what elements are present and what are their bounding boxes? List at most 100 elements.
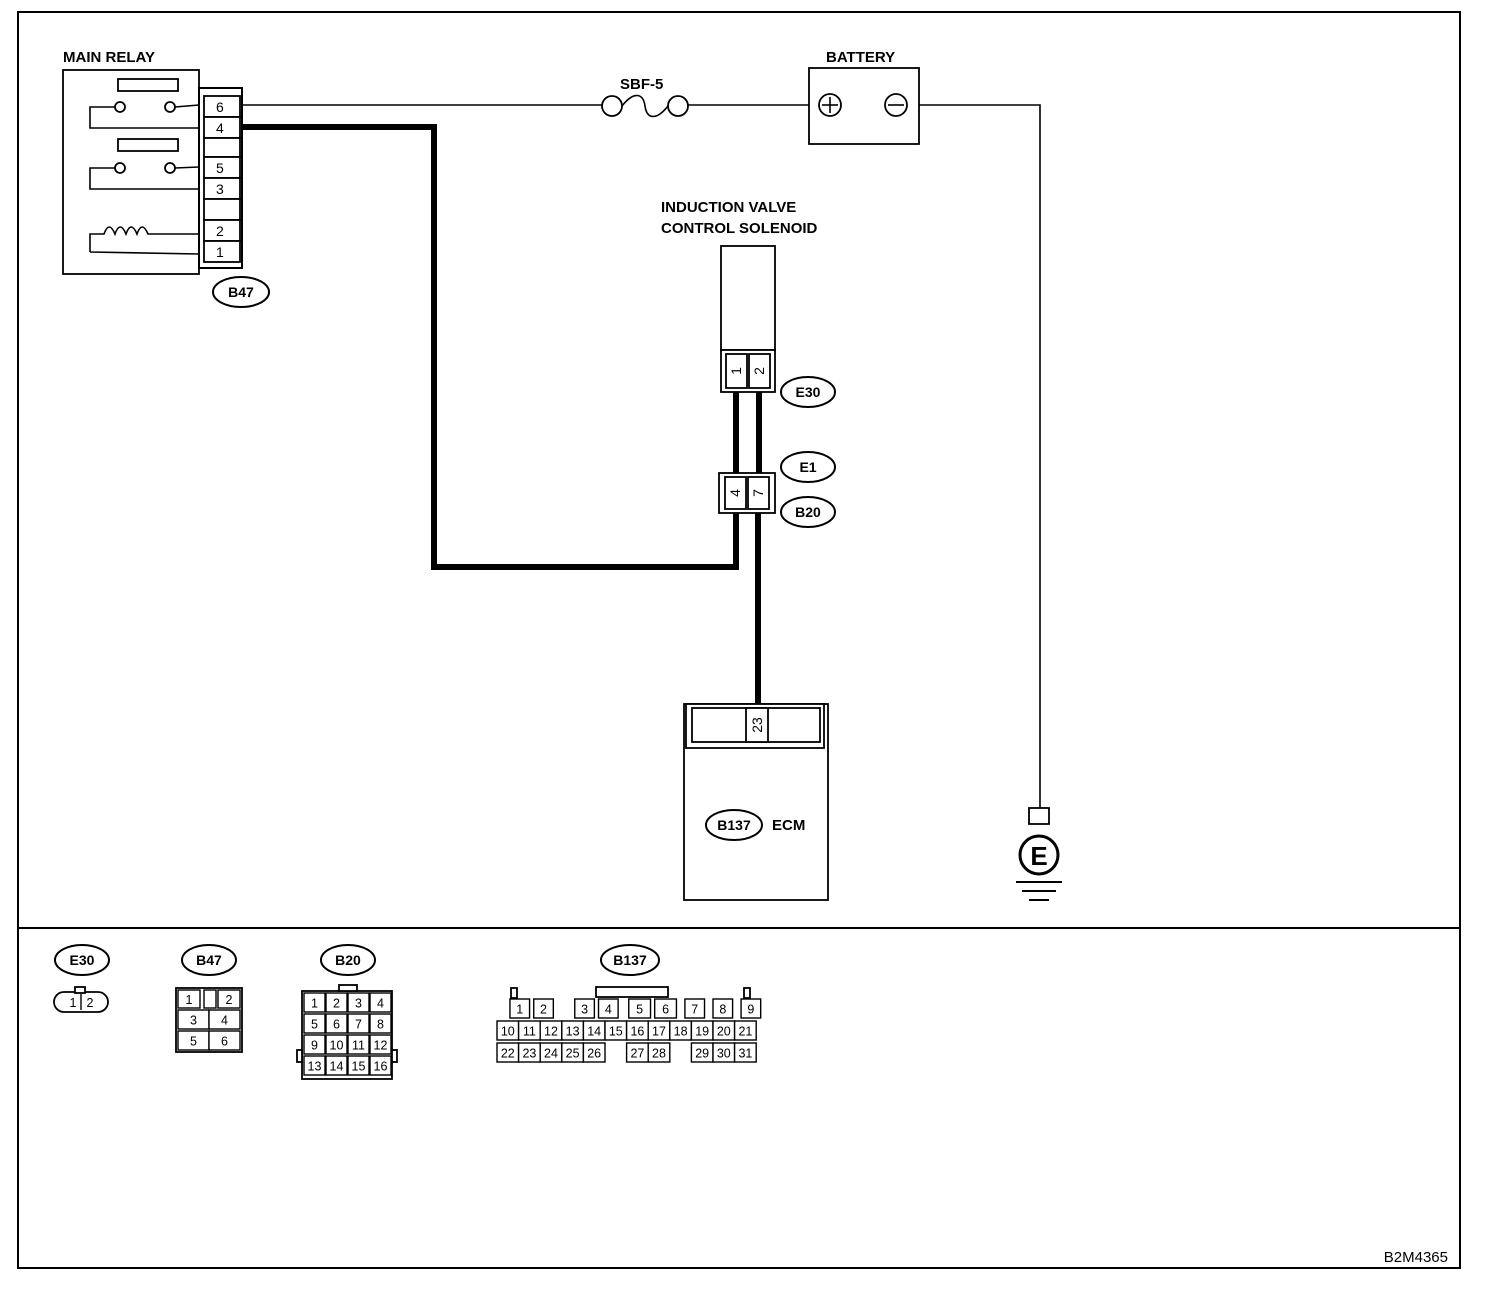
legend-b20-pin-16-cell: [369, 1055, 392, 1076]
legend-b137-pin-14: 14: [587, 1025, 601, 1039]
joint-pin-4: 4: [727, 489, 743, 497]
legend-e30-tab: [74, 986, 86, 994]
legend-b137-pin-21-cell: [733, 1020, 757, 1041]
legend-b20-pin-12-cell: [369, 1034, 392, 1055]
legend-b20-pin-10: 10: [330, 1039, 344, 1053]
legend-b47-pin-6: 6: [221, 1035, 228, 1049]
legend-b137-pin-3: 3: [581, 1003, 588, 1017]
legend-b137-pin-17: 17: [652, 1025, 666, 1039]
legend-b137-pin-19: 19: [695, 1025, 709, 1039]
legend-b137-pin-11: 11: [523, 1025, 536, 1039]
legend-b137-pin-1-cell: [509, 998, 531, 1019]
relay-pin-4: 4: [216, 120, 224, 136]
legend-b137-pin-10: 10: [501, 1025, 515, 1039]
connector-b47-label: B47: [228, 284, 254, 300]
connector-b20-label: B20: [795, 504, 821, 520]
diagram-id: B2M4365: [1384, 1249, 1448, 1266]
joint-pin-7: 7: [750, 489, 766, 497]
legend-b137-pin-12: 12: [544, 1025, 558, 1039]
connector-b137-label: B137: [717, 817, 751, 833]
legend-b20-pin-13-cell: [303, 1055, 326, 1076]
legend-e30-oval: [54, 944, 110, 976]
legend-b137-pin-27: 27: [630, 1047, 644, 1061]
legend-b137-pin-2: 2: [540, 1003, 547, 1017]
legend-b137-pin-15: 15: [609, 1025, 623, 1039]
legend-b137-pin-4: 4: [605, 1003, 612, 1017]
legend-b137-pin-1: 1: [516, 1003, 523, 1017]
legend-b20-tab: [338, 984, 358, 992]
legend-b137-pin-26-cell: [582, 1042, 606, 1063]
legend-b20-pin-13: 13: [308, 1060, 322, 1074]
legend-b20-title: B20: [335, 952, 361, 968]
legend-b137-pin-22: 22: [501, 1047, 515, 1061]
legend-b20-side-right: [391, 1049, 398, 1063]
legend-b47-pin-2-cell: [217, 989, 241, 1009]
legend-b20-pin-5: 5: [311, 1018, 318, 1032]
connector-b20-oval: [780, 496, 836, 528]
solenoid-body: [720, 245, 776, 351]
main-relay-label: MAIN RELAY: [63, 49, 155, 66]
solenoid-label-line2: CONTROL SOLENOID: [661, 220, 818, 237]
relay-pin-2: 2: [216, 223, 224, 239]
legend-b137-pin-30: 30: [717, 1047, 731, 1061]
legend-b137-pin-3-cell: [574, 998, 596, 1019]
joint-pin-4-cell: [724, 476, 747, 510]
relay-contact-2b: [164, 162, 176, 174]
relay-coil-icon: [89, 226, 200, 255]
relay-pin-3: 3: [216, 181, 224, 197]
connector-e1-label: E1: [799, 459, 816, 475]
legend-b47-pin-6-cell: [208, 1030, 241, 1051]
relay-pin-blank-cell: [203, 137, 241, 158]
legend-b137-pin-21: 21: [738, 1025, 752, 1039]
legend-b137-oval: [600, 944, 660, 976]
legend-b137-pin-29: 29: [695, 1047, 709, 1061]
legend-b137-pin-25: 25: [566, 1047, 580, 1061]
legend-b20-pin-6: 6: [333, 1018, 340, 1032]
legend-b20-pin-5-cell: [303, 1013, 326, 1034]
legend-b137-title: B137: [613, 952, 647, 968]
connector-e30-label: E30: [796, 384, 821, 400]
relay-contact-bar-2: [117, 138, 179, 152]
fuse-terminal-right: [667, 95, 689, 117]
relay-contact-2a: [114, 162, 126, 174]
ecm-pin-23: 23: [749, 717, 765, 733]
legend-b137-pin-7-cell: [684, 998, 706, 1019]
legend-b20-pin-9-cell: [303, 1034, 326, 1055]
legend-b137-pin-31-cell: [733, 1042, 757, 1063]
wire-relay4-b20: [242, 124, 739, 570]
legend-b137-pin-9: 9: [747, 1003, 754, 1017]
diagram-frame: [17, 11, 1461, 1269]
legend-b137-pin-5-cell: [628, 998, 652, 1019]
relay-pin-6: 6: [216, 99, 224, 115]
relay-switch-1-wire-b: [174, 104, 200, 108]
legend-b20-pin-14-cell: [325, 1055, 348, 1076]
legend-b137-pin-28: 28: [652, 1047, 666, 1061]
legend-b20-pin-16: 16: [374, 1060, 388, 1074]
legend-b20-pin-15-cell: [347, 1055, 370, 1076]
legend-e30-title: E30: [70, 952, 95, 968]
wire-battery-ground: [896, 104, 1041, 808]
legend-b47-pin-1: 1: [186, 993, 193, 1007]
legend-b20-pin-14: 14: [330, 1060, 344, 1074]
relay-switch-2-wire-b: [174, 166, 200, 169]
solenoid-pin-2: 2: [751, 367, 767, 375]
solenoid-label-line1: INDUCTION VALVE: [661, 199, 796, 216]
legend-b20-pin-7: 7: [355, 1018, 362, 1032]
relay-contact-bar-1: [117, 78, 179, 92]
fuse-terminal-left: [601, 95, 623, 117]
legend-b20-pin-2: 2: [333, 997, 340, 1011]
connector-b137-oval: [705, 809, 763, 841]
legend-b137-pin-23: 23: [522, 1047, 536, 1061]
legend-b20-pin-3: 3: [355, 997, 362, 1011]
ecm-pin-23-cell: [745, 707, 769, 743]
solenoid-pin-2-cell: [748, 353, 771, 389]
joint-pin-7-cell: [747, 476, 770, 510]
legend-b47-oval: [181, 944, 237, 976]
legend-b20-pin-4-cell: [369, 992, 392, 1013]
fuse-sbf5: SBF-5: [601, 76, 689, 118]
legend-b47-pin-2: 2: [226, 993, 233, 1007]
